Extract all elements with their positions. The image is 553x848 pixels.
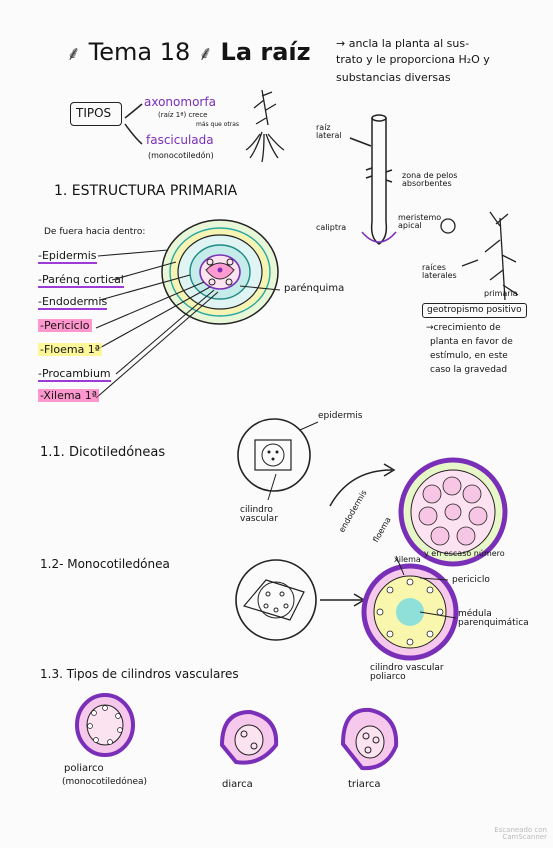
arrow-to-detail xyxy=(329,463,396,507)
layer-1: -Parénq cortical xyxy=(38,273,124,288)
label-raices-laterales: raíces laterales xyxy=(422,263,457,280)
label-caliptra: caliptra xyxy=(316,223,347,232)
layer-4: -Floema 1ª xyxy=(38,343,102,356)
root-longitudinal-drawing xyxy=(349,114,397,245)
label-zona-pelos: zona de pelos absorbentes xyxy=(402,171,458,188)
layer-6: -Xilema 1ª xyxy=(38,389,99,402)
label-meristemo: meristemo apical xyxy=(398,213,442,230)
layer-0: -Epidermis xyxy=(38,249,97,264)
fasciculada-root-icon xyxy=(245,131,285,163)
layer-label-lines xyxy=(95,249,281,399)
type-poliarco-sub: (monocotiledónea) xyxy=(62,777,148,787)
title-main: Tema 18 xyxy=(88,38,191,66)
layer-floema: -Floema 1ª xyxy=(38,343,102,356)
monocot-section xyxy=(235,559,317,641)
label-gravitropism: geotropismo positivo xyxy=(427,305,522,315)
page-title: ⸙ Tema 18 ⸙ La raíz xyxy=(66,40,311,64)
tipos-axonomorfa-sub2: más que otras xyxy=(196,121,240,128)
grav-note-1: →crecimiento de xyxy=(426,323,501,333)
tipos-box xyxy=(70,102,122,126)
tipos-arrows xyxy=(124,103,143,145)
arrow-mono-detail xyxy=(320,593,366,607)
label-primaria: primaria xyxy=(484,289,518,298)
plant-gravitropism-drawing xyxy=(440,211,519,301)
leaf-icon: ⸙ xyxy=(66,41,81,65)
dicot-note-label: y en escaso número xyxy=(424,549,505,558)
type-diarca-label: diarca xyxy=(222,779,253,790)
dicot-section xyxy=(237,418,319,501)
cylinder-types xyxy=(75,693,399,771)
layer-epidermis: -Epidermis xyxy=(38,249,97,264)
monocot-cilindro-label: cilindro vascular poliarco xyxy=(370,663,444,682)
tipos-fasciculada-sub: (monocotiledón) xyxy=(148,151,214,160)
section13-heading: 1.3. Tipos de cilindros vasculares xyxy=(40,667,239,681)
title-note-2: trato y le proporciona H₂O y xyxy=(336,53,490,66)
layer-parenquima-cortical: -Parénq cortical xyxy=(38,273,124,288)
leaf-icon: ⸙ xyxy=(197,41,213,65)
layer-xilema: -Xilema 1ª xyxy=(38,389,99,402)
section12-heading: 1.2- Monocotiledónea xyxy=(40,557,170,571)
dicot-cilindro-label: cilindro vascular xyxy=(240,505,278,524)
layer-endodermis: -Endodermis xyxy=(38,295,108,310)
axonomorfa-root-icon xyxy=(253,89,277,126)
primary-structure-section xyxy=(161,219,279,325)
monocot-periciclo-label: periciclo xyxy=(452,575,490,585)
section1-heading: 1. ESTRUCTURA PRIMARIA xyxy=(54,183,238,199)
monocot-detail-section xyxy=(361,555,459,661)
title-note-3: substancias diversas xyxy=(336,71,451,84)
scanner-watermark: Escaneado con CamScanner xyxy=(494,825,547,842)
label-raiz-lateral: raíz lateral xyxy=(316,123,342,140)
monocot-medula-label: médula parenquimática xyxy=(458,609,529,628)
grav-note-3: estímulo, en este xyxy=(430,351,508,361)
title-note-1: → ancla la planta al sus- xyxy=(336,37,470,50)
layer-procambium: -Procambium xyxy=(38,367,111,382)
layer-3: -Periciclo xyxy=(38,319,92,332)
gravitropism-box: geotropismo positivo xyxy=(422,303,527,318)
layer-periciclo: -Periciclo xyxy=(38,319,92,332)
tipos-axonomorfa-sub: (raíz 1ª) crece xyxy=(158,111,208,119)
section1-intro: De fuera hacia dentro: xyxy=(44,227,146,237)
tipos-axonomorfa: axonomorfa xyxy=(144,95,216,109)
section11-heading: 1.1. Dicotiledóneas xyxy=(40,445,166,460)
layer-2: -Endodermis xyxy=(38,295,108,310)
type-poliarco-label: poliarco xyxy=(64,763,104,774)
grav-note-2: planta en favor de xyxy=(430,337,513,347)
layer-5: -Procambium xyxy=(38,367,111,382)
tipos-fasciculada: fasciculada xyxy=(146,133,214,147)
type-triarca-label: triarca xyxy=(348,779,381,790)
title-name: La raíz xyxy=(220,38,311,66)
dicot-epidermis-label: epidermis xyxy=(318,411,363,421)
label-parenquima: parénquima xyxy=(284,283,345,294)
watermark-line1: Escaneado con xyxy=(494,825,547,834)
tipos-label: TIPOS xyxy=(76,106,112,120)
watermark-line2: CamScanner xyxy=(502,833,547,842)
dicot-xilema-label: xilema xyxy=(394,555,421,564)
dicot-detail-section xyxy=(398,457,508,567)
grav-note-4: caso la gravedad xyxy=(430,365,508,375)
